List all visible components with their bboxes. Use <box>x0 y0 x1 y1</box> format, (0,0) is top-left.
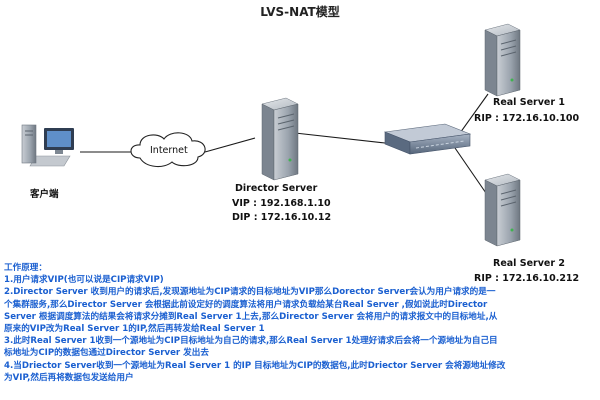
network-links <box>80 93 489 197</box>
notes-line: 1.用户请求VIP(也可以说是CIP请求VIP) <box>4 275 164 286</box>
director-server-icon <box>261 97 299 181</box>
real-server-2-icon <box>484 173 521 247</box>
notes-line: 4.当Driector Server收到一个源地址为Real Server 1 … <box>4 360 506 371</box>
director-dip: DIP : 172.16.10.12 <box>232 212 332 223</box>
notes-line: Server 根据调度算法的结果会将请求分摊到Real Server 1上去,那… <box>4 311 498 322</box>
notes-line: 个集群服务,那么Director Server 会根据此前设定好的调度算法将用户… <box>4 299 488 310</box>
notes-line: 3.此时Real Server 1收到一个源地址为CIP目标地址为自己的请求,那… <box>4 336 498 347</box>
network-switch-icon <box>383 123 472 155</box>
director-vip: VIP : 192.168.1.10 <box>232 198 331 209</box>
link-director-switch <box>294 132 386 144</box>
notes-line: 2.Director Server 收到用户的请求后,发现源地址为CIP请求的目… <box>4 287 496 298</box>
internet-cloud-icon <box>130 132 206 167</box>
diagram-title: LVS-NAT模型 <box>260 5 340 19</box>
notes-line: 原来的VIP改为Real Server 1的IP,然后再转发给Real Serv… <box>4 324 265 335</box>
real-server-2-rip: RIP : 172.16.10.212 <box>474 273 580 284</box>
real-server-2-name: Real Server 2 <box>493 258 565 269</box>
real-server-1-rip: RIP : 172.16.10.100 <box>474 113 580 124</box>
client-computer-icon <box>21 124 74 167</box>
notes-line: 标地址为CIP的数据包通过Director Server 发出去 <box>4 348 209 359</box>
real-server-1-name: Real Server 1 <box>493 97 565 108</box>
working-principle-notes: 工作原理： 1.用户请求VIP(也可以说是CIP请求VIP) 2.Directo… <box>4 262 598 384</box>
client-label: 客户端 <box>30 189 59 200</box>
link-switch-rs2 <box>454 147 489 197</box>
link-cloud-director <box>204 137 256 153</box>
notes-line: 为VIP,然后再将数据包发送给用户 <box>4 372 134 383</box>
internet-cloud-label: Internet <box>150 145 188 156</box>
notes-line: 工作原理： <box>4 263 47 273</box>
real-server-1-icon <box>484 23 521 97</box>
director-server-name: Director Server <box>235 183 318 194</box>
